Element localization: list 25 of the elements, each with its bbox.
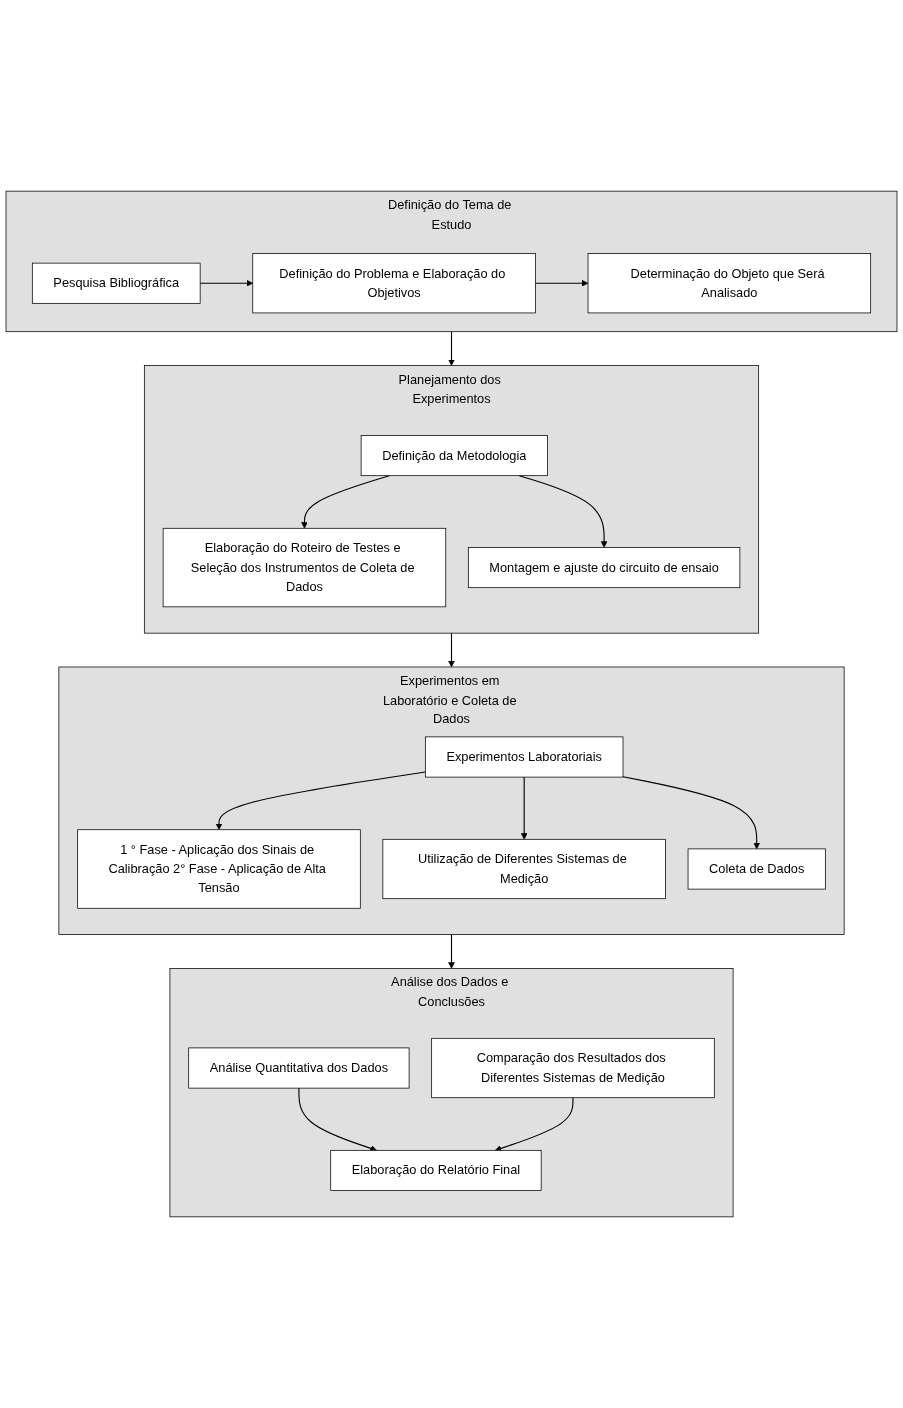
arrow (199, 279, 254, 287)
node-box: Experimentos Laboratoriais (424, 736, 624, 778)
arrow (534, 279, 589, 287)
arrow (298, 1087, 377, 1152)
node-box: Utilização de Diferentes Sistemas de Medição (382, 838, 666, 900)
node-box: Coleta de Dados (687, 848, 826, 890)
node-box: Comparação dos Resultados dos Diferentes Sistemas de Medição (431, 1037, 715, 1099)
arrow (448, 331, 455, 366)
node-box: Elaboração do Roteiro de Testes e Seleção dos Instrumentos de Coleta de Dados (162, 527, 447, 608)
arrow (520, 776, 528, 840)
arrow (495, 1097, 574, 1152)
arrow (448, 632, 455, 668)
node-box: Definição do Problema e Elaboração do Objetivos (252, 253, 536, 314)
arrow (518, 475, 608, 548)
arrow (301, 475, 390, 529)
arrow (215, 771, 426, 830)
node-box: Montagem e ajuste do circuito de ensaio (467, 547, 741, 589)
arrow (448, 934, 455, 969)
node-box: Determinação do Objeto que Será Analisado (587, 253, 872, 314)
node-box: 1 ° Fase - Aplicação dos Sinais de Calibração 2° Fase - Aplicação de Alta Tensão (77, 829, 361, 909)
node-box: Definição da Metodologia (360, 435, 548, 477)
node-box: Pesquisa Bibliográfica (31, 262, 201, 304)
node-box: Análise Quantitativa dos Dados (188, 1047, 410, 1089)
node-box: Elaboração do Relatório Final (330, 1149, 542, 1191)
arrow (622, 776, 760, 850)
